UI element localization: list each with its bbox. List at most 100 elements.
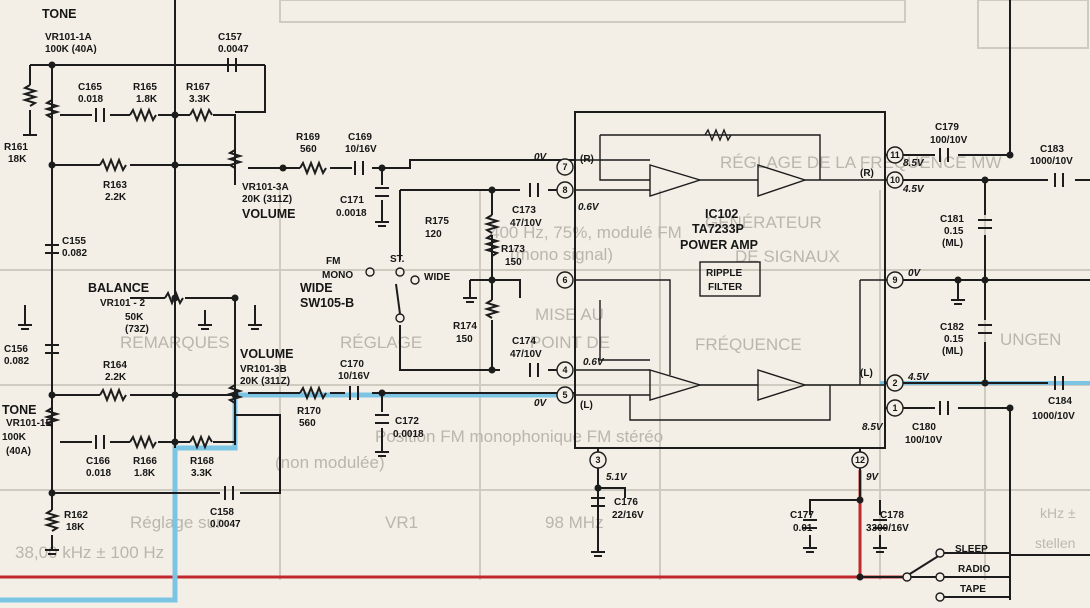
sleep-label: SLEEP [955, 544, 988, 555]
v0-bot-label: 0V [534, 398, 548, 409]
c178-label: C178 [880, 510, 904, 521]
tone-top-label: TONE [42, 7, 77, 21]
c180-label: C180 [912, 422, 936, 433]
c158-symbol [224, 486, 234, 500]
ghost-generateur-2: DE SIGNAUX [735, 247, 840, 266]
c181-value: 0.15 [944, 226, 964, 237]
ghost-frequence: FRÉQUENCE [695, 335, 802, 354]
c177-value: 0.01 [793, 523, 813, 534]
preamp-l-triangle [649, 369, 703, 401]
c165-label: C165 [78, 82, 102, 93]
r161-label: R161 [4, 142, 28, 153]
svg-text:4: 4 [562, 365, 567, 375]
r162-label: R162 [64, 510, 88, 521]
sw-contact-mono [365, 267, 375, 277]
switch-contacts [365, 267, 1010, 602]
ground-symbol [45, 549, 59, 555]
c180-value: 100/10V [905, 435, 943, 446]
r167-label: R167 [186, 82, 210, 93]
ic-desc-label: POWER AMP [680, 238, 758, 252]
ground-symbol [248, 324, 262, 330]
junctions [48, 61, 1014, 581]
r164-label: R164 [103, 360, 127, 371]
svg-text:1: 1 [892, 403, 897, 413]
tape-label: TAPE [960, 584, 986, 595]
ground-symbol [951, 299, 965, 305]
r175-label: R175 [425, 216, 449, 227]
ghost-mise-2: POINT DE [530, 333, 610, 352]
v85-bot-label: 8.5V [862, 422, 884, 433]
v0-top-label: 0V [534, 152, 548, 163]
l-in-label: (L) [580, 400, 593, 411]
r161-value: 18K [8, 154, 27, 165]
r163-label: R163 [103, 180, 127, 191]
vr101-3a-value: 20K (311Z) [242, 194, 292, 205]
tone-bot-label: TONE [2, 403, 37, 417]
ground-symbol [463, 297, 477, 303]
r168-symbol [189, 434, 213, 450]
r169-label: R169 [296, 132, 320, 143]
op-amps [649, 164, 808, 401]
sw-contact-tape [935, 592, 945, 602]
c183-symbol [1054, 173, 1064, 187]
vr101-1a-symbol [43, 99, 61, 119]
r173-label: R173 [501, 244, 525, 255]
svg-text:11: 11 [890, 150, 900, 160]
sw-contact-common [395, 313, 405, 323]
v51-label: 5.1V [606, 472, 628, 483]
ic-pin-2: 2 [886, 374, 904, 392]
vr101-3b-symbol [226, 384, 244, 404]
v45-bot-label: 4.5V [907, 372, 930, 383]
vr101-2-sub: (73Z) [125, 324, 149, 335]
ic-pin-6: 6 [556, 271, 574, 289]
r164-symbol [99, 387, 127, 403]
ghost-text: RÉGLAGE DE LA FRÉQUENCE MW GÉNÉRATEUR DE… [15, 153, 1076, 562]
r175-symbol [483, 214, 501, 234]
c165-value: 0.018 [78, 94, 103, 105]
c156-label: C156 [4, 344, 28, 355]
c170-value: 10/16V [338, 371, 370, 382]
r162-symbol [43, 509, 61, 532]
c176-symbol [591, 497, 605, 507]
ghost-freq-cell-1: 400 Hz, 75%, modulé FM [490, 223, 682, 242]
r168-value: 3.3K [191, 468, 213, 479]
r165-symbol [129, 107, 157, 123]
c169-value: 10/16V [345, 144, 377, 155]
r169-value: 560 [300, 144, 317, 155]
c170-label: C170 [340, 359, 364, 370]
ground-symbol [803, 547, 817, 553]
sw-contact-wide [410, 275, 420, 285]
c156-symbol [45, 344, 59, 354]
c169-label: C169 [348, 132, 372, 143]
ghost-vr1: VR1 [385, 513, 418, 532]
c158-value: 0.0047 [210, 519, 241, 530]
volume-top-label: VOLUME [242, 207, 295, 221]
ghost-mhz: 98 MHz [545, 513, 604, 532]
r170-symbol [299, 385, 327, 401]
ground-symbol [375, 451, 389, 457]
c155-label: C155 [62, 236, 86, 247]
ghost-reglage: RÉGLAGE [340, 333, 422, 352]
ghost-mise-1: MISE AU [535, 305, 604, 324]
ic-pin-8: 8 [556, 181, 574, 199]
ic-feedback-resistor [704, 128, 732, 142]
c181-symbol [978, 219, 992, 229]
mono-label: MONO [322, 270, 353, 281]
radio-label: RADIO [958, 564, 990, 575]
balance-label: BALANCE [88, 281, 149, 295]
vr101-1b-symbol [43, 407, 61, 427]
c171-symbol [375, 187, 389, 197]
ic-pins: 7 8 6 4 5 3 11 10 9 2 1 12 [556, 146, 904, 469]
svg-text:10: 10 [890, 175, 900, 185]
vr101-1b-label: VR101-1B [6, 418, 53, 429]
svg-text:3: 3 [595, 455, 600, 465]
ghost-khz: kHz ± [1040, 505, 1076, 521]
ghost-stellen: stellen [1035, 535, 1075, 551]
c177-label: C177 [790, 510, 814, 521]
ground-symbol [591, 551, 605, 557]
r174-symbol [483, 299, 501, 319]
c172-value: 0.0018 [393, 429, 424, 440]
r-out-label: (R) [860, 168, 874, 179]
sw-contact-sleep [935, 548, 945, 558]
svg-text:12: 12 [855, 455, 865, 465]
